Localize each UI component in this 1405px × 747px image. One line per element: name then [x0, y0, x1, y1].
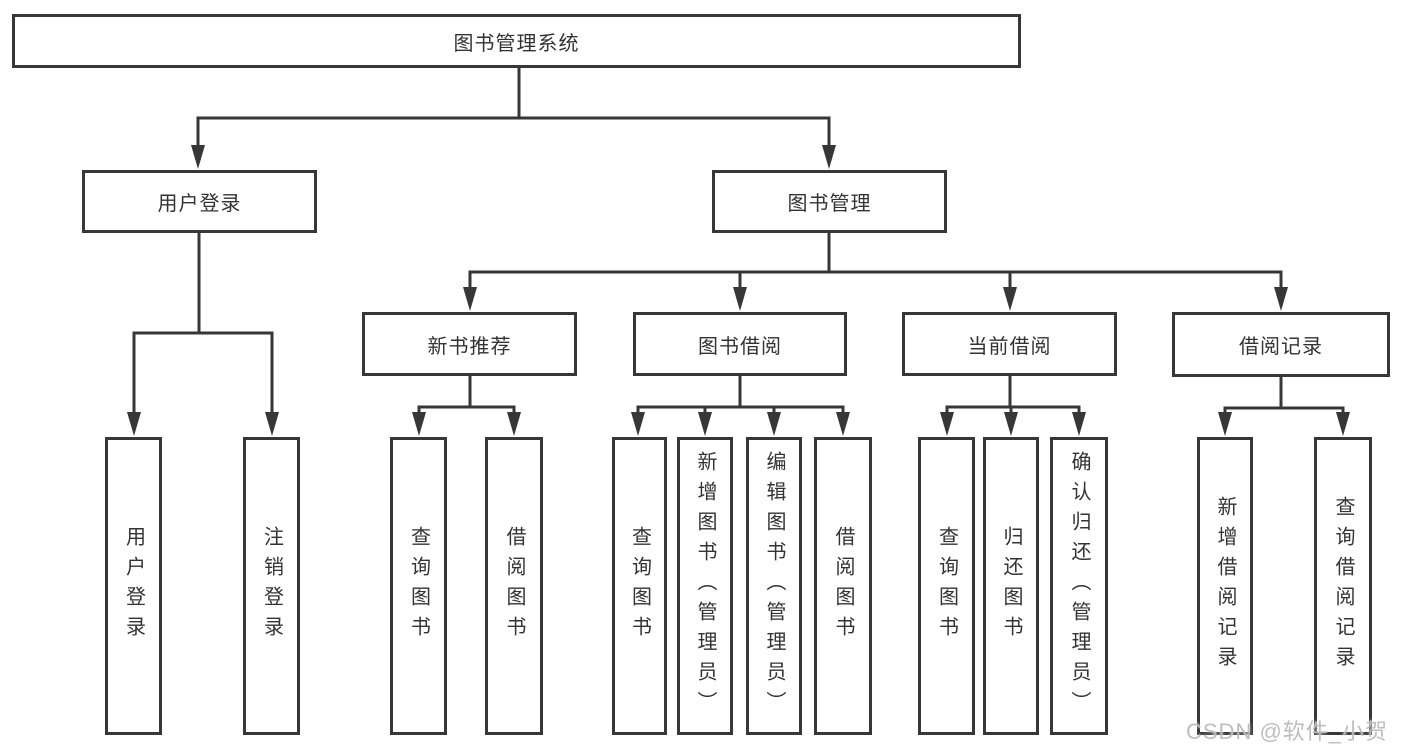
node-current-borrowing: 当前借阅 [902, 312, 1117, 376]
node-bb-add-books-admin: 新增图书（管理员） [677, 437, 733, 735]
watermark: CSDN @软件_小贺同学 [1186, 719, 1389, 744]
node-user-login: 用户登录 [82, 170, 317, 233]
node-nb-borrow-books: 借阅图书 [485, 437, 543, 735]
node-logout: 注销登录 [243, 437, 300, 735]
node-cb-query-books: 查询图书 [918, 437, 975, 735]
node-library-system: 图书管理系统 [12, 14, 1021, 68]
node-book-borrowing: 图书借阅 [633, 312, 847, 376]
node-cb-return-books: 归还图书 [983, 437, 1039, 735]
node-bb-query-books: 查询图书 [612, 437, 667, 735]
node-nb-query-books: 查询图书 [390, 437, 447, 735]
node-book-management: 图书管理 [712, 170, 947, 233]
node-user-login-leaf: 用户登录 [105, 437, 162, 735]
node-borrow-records: 借阅记录 [1172, 312, 1390, 377]
node-new-book-recommend: 新书推荐 [362, 312, 577, 376]
node-cb-confirm-return-admin: 确认归还（管理员） [1050, 437, 1108, 735]
node-br-add-record: 新增借阅记录 [1197, 437, 1253, 735]
node-bb-edit-books-admin: 编辑图书（管理员） [746, 437, 802, 735]
node-bb-borrow-books: 借阅图书 [814, 437, 872, 735]
node-br-query-record: 查询借阅记录 [1314, 437, 1372, 735]
